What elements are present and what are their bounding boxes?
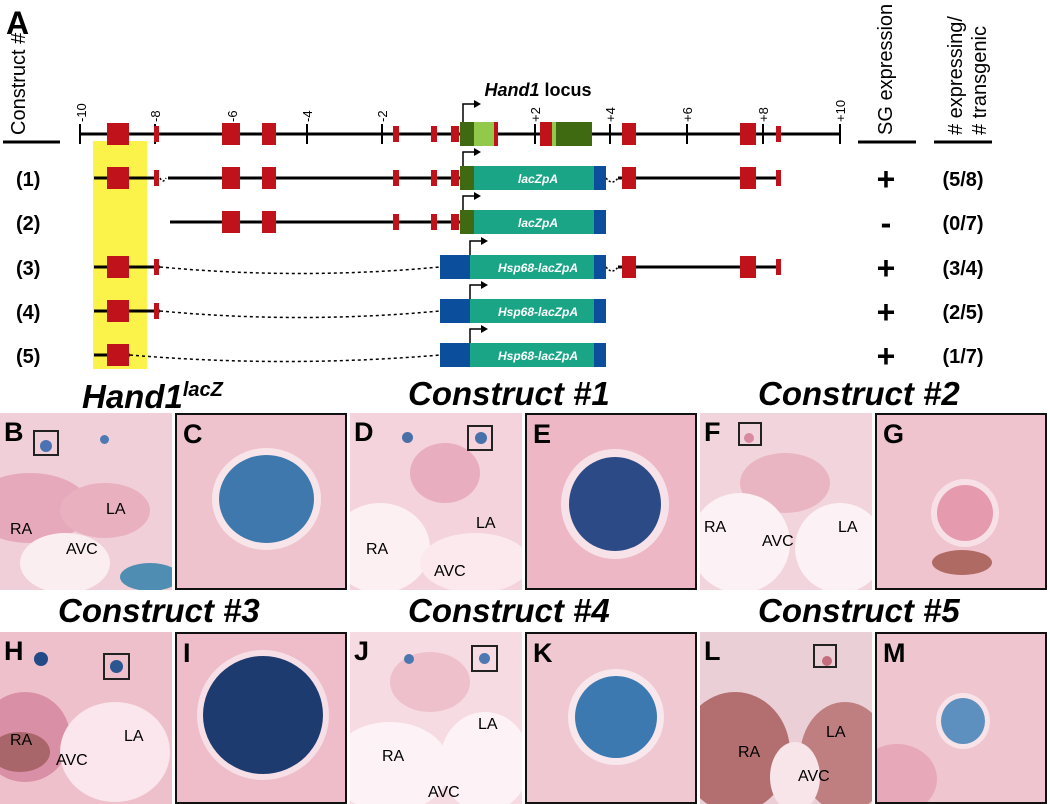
panel-label-j: J bbox=[354, 636, 370, 666]
panel-b: B RA LA AVC bbox=[0, 413, 172, 590]
title-construct-1: Construct #1 bbox=[408, 375, 610, 412]
panel-f: F RA LA AVC bbox=[700, 413, 872, 590]
ratio-3: (3/4) bbox=[942, 258, 983, 280]
anatomy-avc-l: AVC bbox=[798, 768, 830, 785]
locus-map bbox=[79, 100, 841, 146]
tick-label-p6: +6 bbox=[680, 107, 695, 122]
construct-1-map bbox=[94, 148, 781, 190]
tick-label-p2: +2 bbox=[528, 107, 543, 122]
reporter-label-2: lacZpA bbox=[518, 216, 558, 230]
anatomy-avc-j: AVC bbox=[428, 784, 460, 801]
anatomy-avc-d: AVC bbox=[434, 563, 466, 580]
panel-label-h: H bbox=[4, 636, 24, 666]
sg-result-5: + bbox=[877, 338, 896, 374]
expressing-header: # expressing/ bbox=[945, 16, 967, 135]
panel-label-d: D bbox=[354, 417, 374, 447]
panel-c: C bbox=[175, 413, 347, 590]
figure-label-a: A bbox=[6, 5, 29, 41]
construct-5-map bbox=[94, 325, 606, 367]
panel-label-i: I bbox=[183, 638, 191, 668]
tick-label-m2: -2 bbox=[375, 110, 390, 122]
anatomy-la-h: LA bbox=[124, 728, 144, 745]
transgenic-header: # transgenic bbox=[969, 26, 991, 135]
construct-header: Construct # bbox=[8, 32, 30, 135]
ratio-1: (5/8) bbox=[942, 169, 983, 191]
anatomy-ra-j: RA bbox=[382, 748, 405, 765]
anatomy-ra-l: RA bbox=[738, 744, 761, 761]
tick-label-p10: +10 bbox=[833, 100, 848, 122]
panel-k: K bbox=[525, 632, 697, 804]
tick-label-m8: -8 bbox=[148, 110, 163, 122]
panel-label-k: K bbox=[533, 638, 553, 668]
anatomy-la-j: LA bbox=[478, 716, 498, 733]
construct-3-map bbox=[94, 237, 781, 279]
anatomy-ra-f: RA bbox=[704, 519, 727, 536]
anatomy-avc-f: AVC bbox=[762, 533, 794, 550]
tick-label-m4: -4 bbox=[300, 110, 315, 122]
tick-labels: -10 -8 -6 -4 -2 +2 +4 +6 +8 +10 bbox=[74, 100, 848, 122]
anatomy-la-l: LA bbox=[826, 724, 846, 741]
sg-result-3: + bbox=[877, 250, 896, 286]
construct-label-5: (5) bbox=[16, 346, 40, 368]
reporter-label-4: Hsp68-lacZpA bbox=[498, 305, 578, 319]
title-hand1-lacz: Hand1lacZ bbox=[82, 378, 223, 415]
title-construct-5: Construct #5 bbox=[758, 592, 960, 629]
title-construct-4: Construct #4 bbox=[408, 592, 610, 629]
construct-label-3: (3) bbox=[16, 258, 40, 280]
reporter-label-1: lacZpA bbox=[518, 172, 558, 186]
anatomy-la-f: LA bbox=[838, 519, 858, 536]
anatomy-ra-d: RA bbox=[366, 541, 389, 558]
construct-4-map bbox=[94, 281, 606, 323]
panel-label-b: B bbox=[4, 417, 24, 447]
reporter-label-3: Hsp68-lacZpA bbox=[498, 261, 578, 275]
anatomy-ra-h: RA bbox=[10, 732, 33, 749]
locus-title: Hand1 locus bbox=[484, 80, 591, 100]
anatomy-ra-b: RA bbox=[10, 521, 33, 538]
sg-result-1: + bbox=[877, 161, 896, 197]
sg-result-2: - bbox=[881, 205, 892, 241]
panel-i: I bbox=[175, 632, 347, 804]
sg-expression-header: SG expression bbox=[875, 4, 897, 135]
tick-label-m10: -10 bbox=[74, 103, 89, 122]
panel-g: G bbox=[875, 413, 1047, 590]
construct-label-1: (1) bbox=[16, 169, 40, 191]
panel-label-g: G bbox=[883, 419, 905, 449]
panel-label-l: L bbox=[704, 636, 721, 666]
ratio-5: (1/7) bbox=[942, 346, 983, 368]
ratio-2: (0/7) bbox=[942, 213, 983, 235]
panel-label-m: M bbox=[883, 638, 906, 668]
construct-label-4: (4) bbox=[16, 302, 40, 324]
tick-label-p8: +8 bbox=[756, 107, 771, 122]
construct-label-2: (2) bbox=[16, 213, 40, 235]
reporter-label-5: Hsp68-lacZpA bbox=[498, 349, 578, 363]
anatomy-la-b: LA bbox=[106, 501, 126, 518]
construct-diagram: A Construct # SG expression # expressing… bbox=[3, 4, 992, 374]
tick-label-m6: -6 bbox=[225, 110, 240, 122]
tick-label-p4: +4 bbox=[603, 107, 618, 122]
panel-j: J RA LA AVC bbox=[350, 632, 522, 804]
panel-d: D RA LA AVC bbox=[350, 413, 522, 590]
construct-2-map bbox=[170, 192, 606, 234]
panel-label-c: C bbox=[183, 419, 203, 449]
panel-label-f: F bbox=[704, 417, 721, 447]
ratio-4: (2/5) bbox=[942, 302, 983, 324]
title-construct-3: Construct #3 bbox=[58, 592, 260, 629]
anatomy-avc-b: AVC bbox=[66, 541, 98, 558]
panel-l: L RA LA AVC bbox=[700, 632, 872, 804]
title-construct-2: Construct #2 bbox=[758, 375, 960, 412]
panel-h: H RA LA AVC bbox=[0, 632, 172, 804]
panel-e: E bbox=[525, 413, 697, 590]
sg-result-4: + bbox=[877, 294, 896, 330]
panel-label-e: E bbox=[533, 419, 552, 449]
anatomy-avc-h: AVC bbox=[56, 752, 88, 769]
anatomy-la-d: LA bbox=[476, 515, 496, 532]
panel-m: M bbox=[875, 632, 1047, 804]
